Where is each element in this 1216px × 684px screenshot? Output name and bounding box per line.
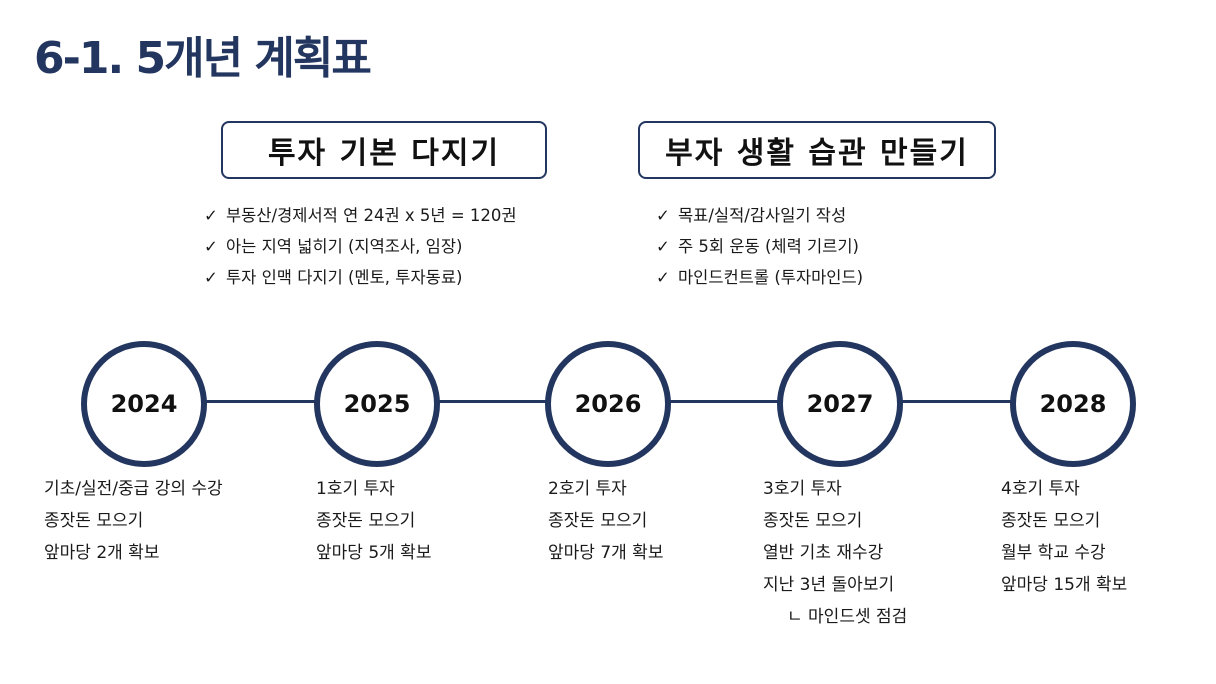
year-circle-2027: 2027 xyxy=(777,341,903,467)
check-item: ✓ 아는 지역 넓히기 (지역조사, 임장) xyxy=(204,231,517,262)
task-item: 1호기 투자 xyxy=(316,479,395,499)
check-item-text: 주 5회 운동 (체력 기르기) xyxy=(678,237,859,256)
check-icon: ✓ xyxy=(204,268,218,287)
year-circle-2028: 2028 xyxy=(1010,341,1136,467)
task-item: 월부 학교 수강 xyxy=(1001,543,1106,563)
checklist-wealth-habits: ✓ 목표/실적/감사일기 작성 ✓ 주 5회 운동 (체력 기르기) ✓ 마인드컨트롤… xyxy=(656,200,863,293)
task-item: 지난 3년 돌아보기 xyxy=(763,575,895,595)
task-item: 앞마당 15개 확보 xyxy=(1001,575,1128,595)
task-list-2024: 기초/실전/중급 강의 수강 종잣돈 모으기 앞마당 2개 확보 xyxy=(44,473,223,569)
task-list-2025: 1호기 투자 종잣돈 모으기 앞마당 5개 확보 xyxy=(316,473,431,569)
check-item-text: 아는 지역 넓히기 (지역조사, 임장) xyxy=(226,237,463,256)
task-item: 4호기 투자 xyxy=(1001,479,1080,499)
task-item: 3호기 투자 xyxy=(763,479,842,499)
year-circle-2024: 2024 xyxy=(81,341,207,467)
task-item: 2호기 투자 xyxy=(548,479,627,499)
check-icon: ✓ xyxy=(656,268,670,287)
task-list-2028: 4호기 투자 종잣돈 모으기 월부 학교 수강 앞마당 15개 확보 xyxy=(1001,473,1127,601)
check-item: ✓ 주 5회 운동 (체력 기르기) xyxy=(656,231,863,262)
check-item-text: 목표/실적/감사일기 작성 xyxy=(678,206,847,225)
check-item-text: 마인드컨트롤 (투자마인드) xyxy=(678,268,864,287)
year-circle-2026: 2026 xyxy=(545,341,671,467)
task-item: 종잣돈 모으기 xyxy=(548,511,648,531)
year-circle-2025: 2025 xyxy=(314,341,440,467)
goal-box-wealth-habits: 부자 생활 습관 만들기 xyxy=(638,121,996,179)
check-item-text: 부동산/경제서적 연 24권 x 5년 = 120권 xyxy=(226,206,517,225)
task-list-2027: 3호기 투자 종잣돈 모으기 열반 기초 재수강 지난 3년 돌아보기 ㄴ 마인… xyxy=(763,473,907,633)
task-item: 종잣돈 모으기 xyxy=(44,511,144,531)
task-list-2026: 2호기 투자 종잣돈 모으기 앞마당 7개 확보 xyxy=(548,473,663,569)
checklist-investment-basics: ✓ 부동산/경제서적 연 24권 x 5년 = 120권 ✓ 아는 지역 넓히기 (… xyxy=(204,200,517,293)
task-item: 열반 기초 재수강 xyxy=(763,543,884,563)
page-title: 6-1. 5개년 계획표 xyxy=(34,33,372,84)
task-item: 앞마당 5개 확보 xyxy=(316,543,432,563)
task-item: 종잣돈 모으기 xyxy=(763,511,863,531)
check-item: ✓ 부동산/경제서적 연 24권 x 5년 = 120권 xyxy=(204,200,517,231)
goal-box-investment-basics: 투자 기본 다지기 xyxy=(221,121,547,179)
check-icon: ✓ xyxy=(204,237,218,256)
check-icon: ✓ xyxy=(204,206,218,225)
task-item: 종잣돈 모으기 xyxy=(316,511,416,531)
check-item: ✓ 마인드컨트롤 (투자마인드) xyxy=(656,262,863,293)
task-item: 기초/실전/중급 강의 수강 xyxy=(44,479,223,499)
task-item: 종잣돈 모으기 xyxy=(1001,511,1101,531)
check-icon: ✓ xyxy=(656,206,670,225)
check-icon: ✓ xyxy=(656,237,670,256)
check-item-text: 투자 인맥 다지기 (멘토, 투자동료) xyxy=(226,268,463,287)
task-item: 앞마당 2개 확보 xyxy=(44,543,160,563)
check-item: ✓ 투자 인맥 다지기 (멘토, 투자동료) xyxy=(204,262,517,293)
task-item: 앞마당 7개 확보 xyxy=(548,543,664,563)
check-item: ✓ 목표/실적/감사일기 작성 xyxy=(656,200,863,231)
task-sub-item: ㄴ 마인드셋 점검 xyxy=(787,607,908,627)
